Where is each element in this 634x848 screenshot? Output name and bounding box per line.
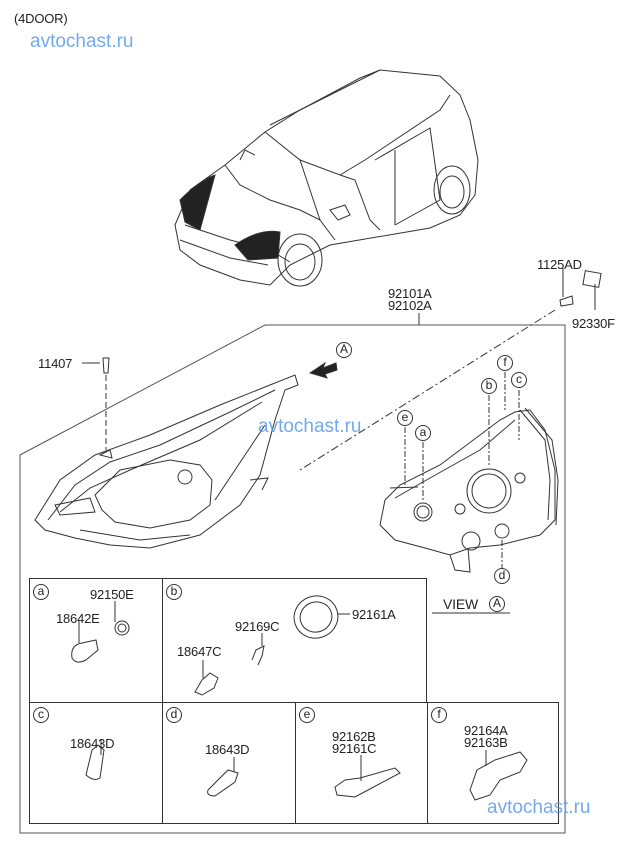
part-number-11407[interactable]: 11407: [38, 356, 73, 371]
part-number-92161A[interactable]: 92161A: [352, 607, 396, 622]
part-number-92169C[interactable]: 92169C: [235, 619, 280, 634]
detail-key-a: a: [33, 584, 49, 600]
detail-key-d: d: [166, 707, 182, 723]
part-number-92161C[interactable]: 92161C: [332, 741, 377, 756]
detail-cell-f: [427, 702, 559, 824]
part-number-92101A[interactable]: 92101A: [388, 286, 432, 301]
variant-label: (4DOOR): [14, 11, 68, 26]
callout-e: e: [397, 410, 413, 426]
part-number-1125AD[interactable]: 1125AD: [537, 257, 582, 272]
view-a-marker: A: [336, 342, 352, 358]
part-number-92150E[interactable]: 92150E: [90, 587, 134, 602]
part-number-92164A[interactable]: 92164A: [464, 723, 508, 738]
part-number-18647C[interactable]: 18647C: [177, 644, 222, 659]
part-number-18643D-c[interactable]: 18643D: [70, 736, 115, 751]
callout-c: c: [511, 372, 527, 388]
part-number-18642E[interactable]: 18642E: [56, 611, 100, 626]
view-a-illustration: [379, 372, 559, 573]
part-number-92162B[interactable]: 92162B: [332, 729, 376, 744]
part-number-92330F[interactable]: 92330F: [572, 316, 615, 331]
part-number-92102A[interactable]: 92102A: [388, 298, 432, 313]
callout-d: d: [494, 568, 510, 584]
headlamp-highlight-left: [179, 174, 216, 231]
detail-key-e: e: [299, 707, 315, 723]
detail-cell-b: [162, 578, 427, 703]
detail-cell-e: [295, 702, 428, 824]
view-a-label: VIEW: [443, 596, 478, 612]
callout-a: a: [415, 425, 431, 441]
detail-key-f: f: [431, 707, 447, 723]
part-number-18643D-d[interactable]: 18643D: [205, 742, 250, 757]
headlamp-highlight-right: [234, 230, 281, 261]
headlamp-illustration: [34, 374, 299, 549]
callout-f: f: [497, 355, 513, 371]
view-a-label-marker: A: [489, 596, 505, 612]
callout-b: b: [481, 378, 497, 394]
detail-cell-d: [162, 702, 296, 824]
watermark-top: avtochast.ru: [30, 31, 134, 52]
car-illustration: [174, 69, 479, 287]
watermark-center: avtochast.ru: [258, 416, 362, 437]
detail-cell-c: [29, 702, 163, 824]
detail-key-c: c: [33, 707, 49, 723]
watermark-bottom: avtochast.ru: [487, 797, 591, 818]
part-number-92163B[interactable]: 92163B: [464, 735, 508, 750]
detail-key-b: b: [166, 584, 182, 600]
